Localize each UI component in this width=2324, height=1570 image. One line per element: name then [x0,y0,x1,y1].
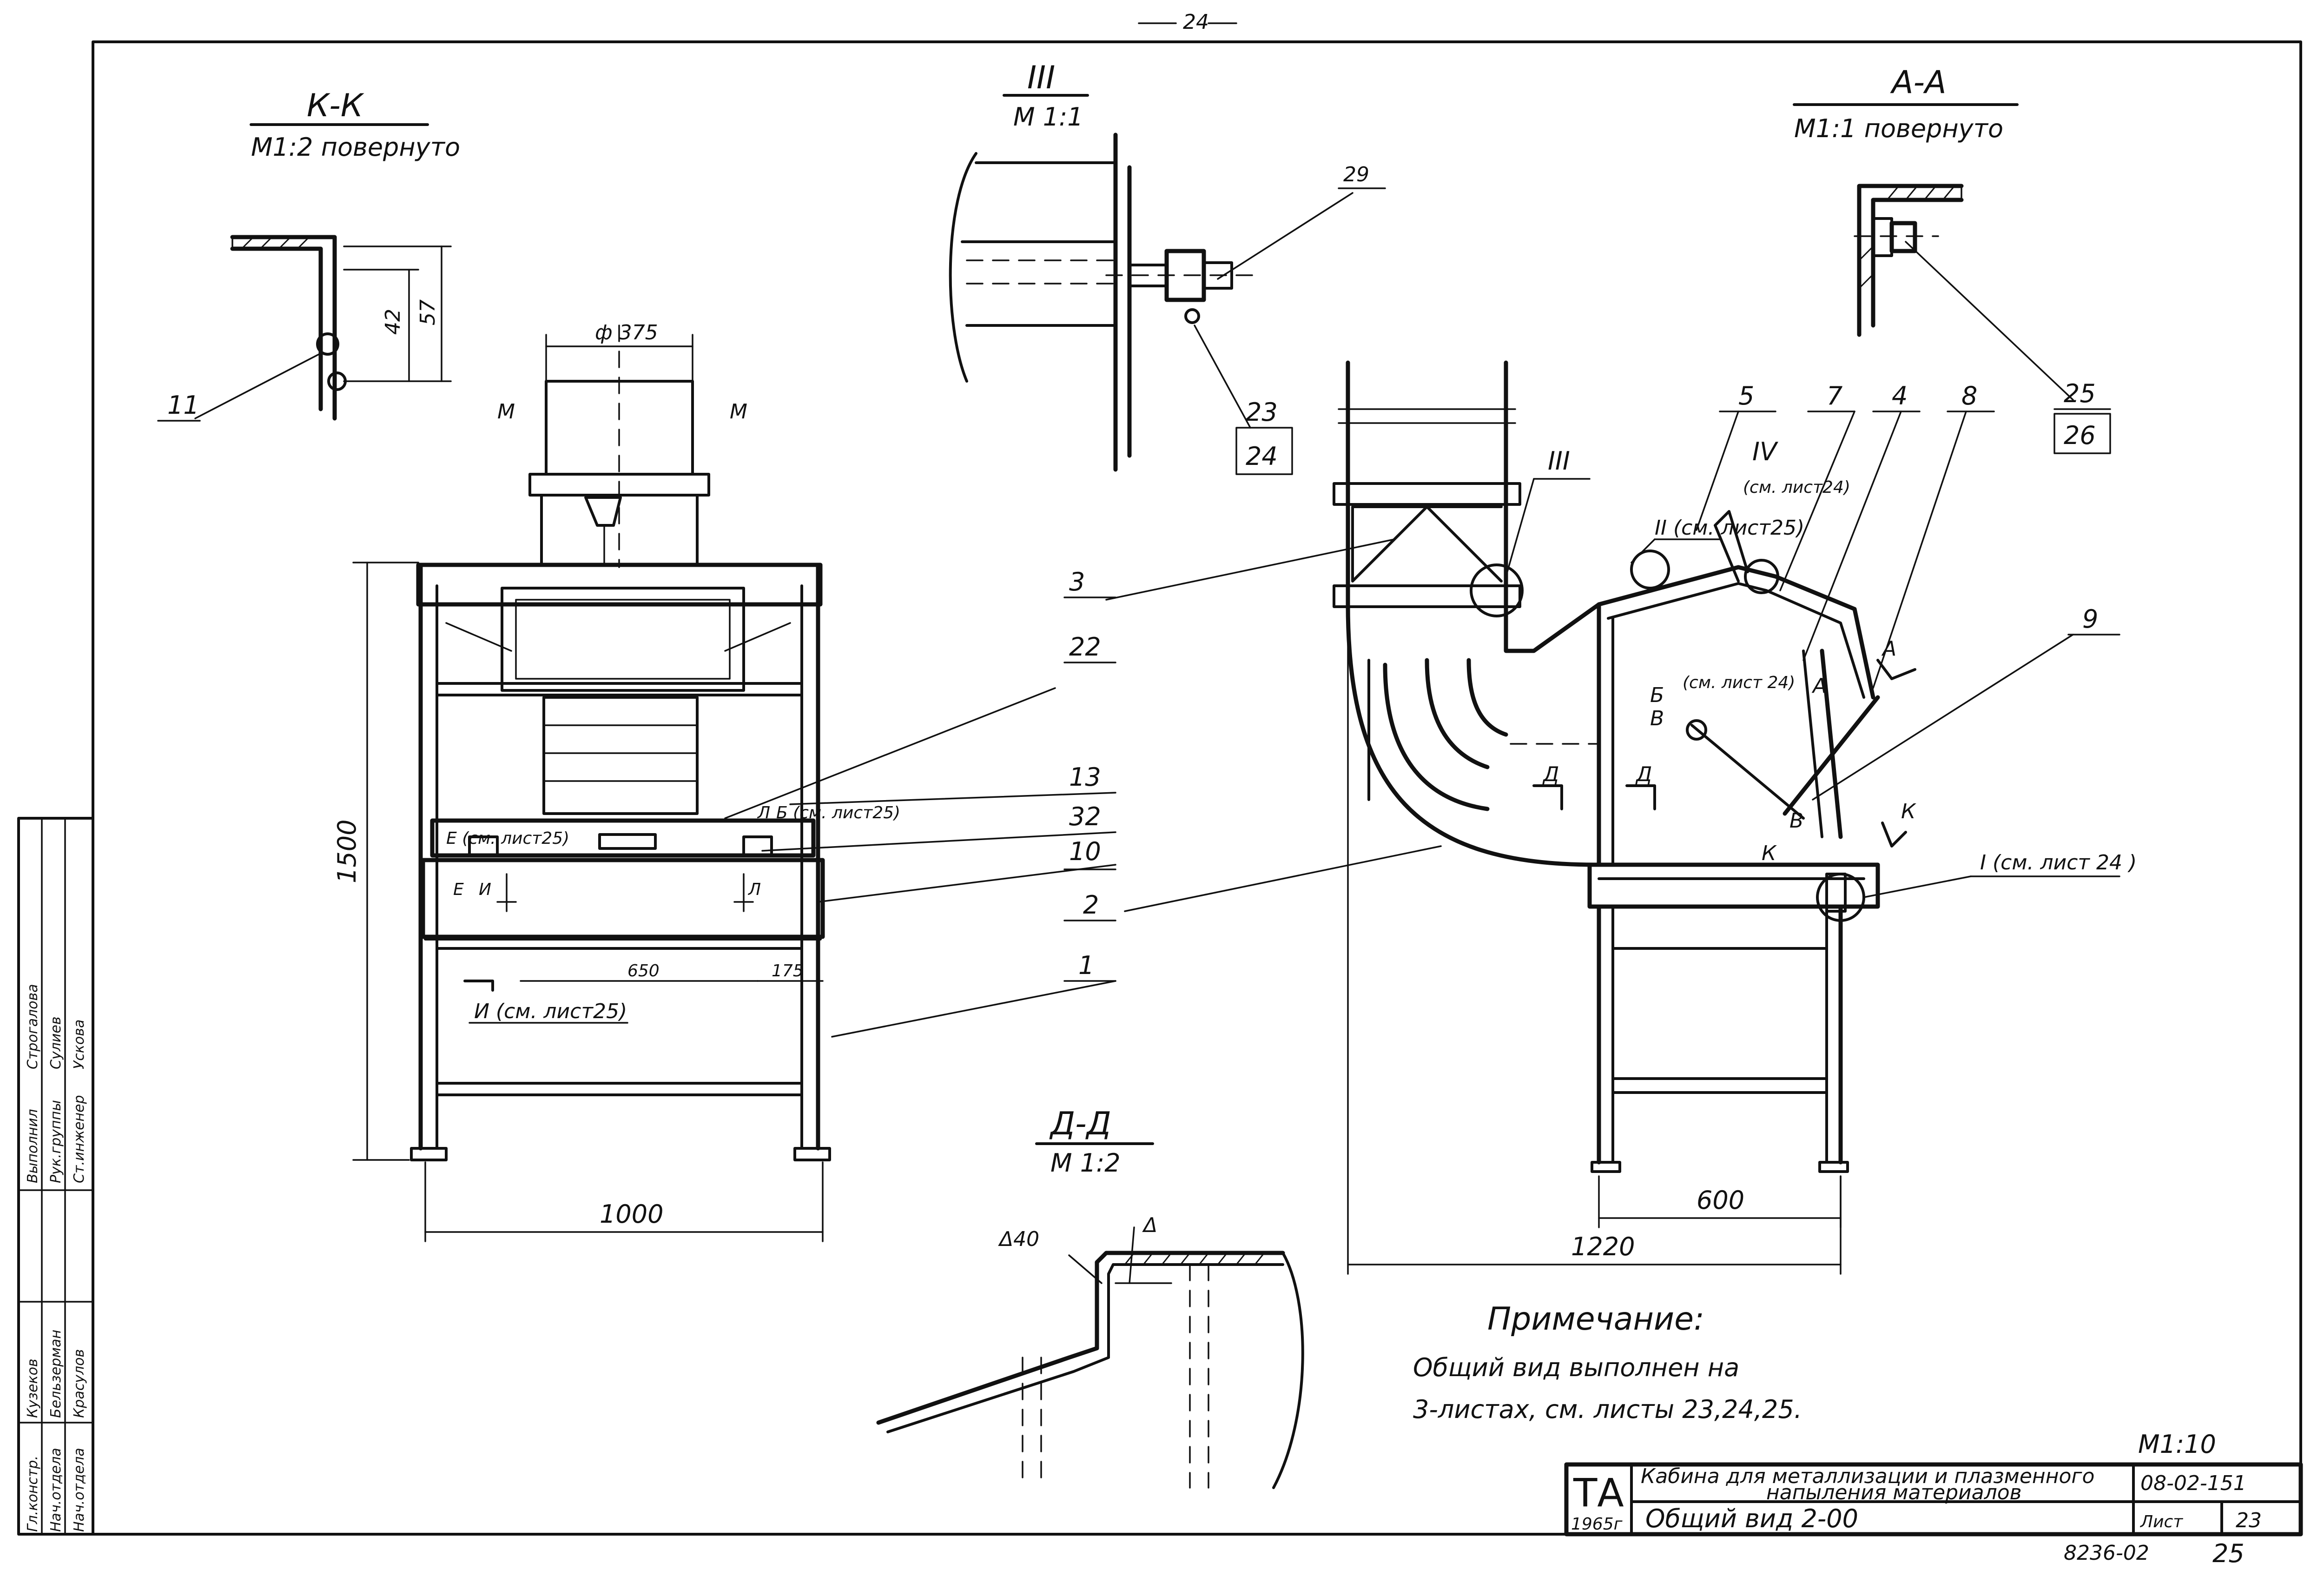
front-section-i: И (см. лист25) [474,1000,627,1023]
callout-10: 10 [1069,837,1101,866]
stamp-role2-1: Выполнил [25,1109,41,1183]
title-block: М1:10 ТА 1965г Кабина для металлизации и… [1564,1430,2303,1568]
side-label-d1: Д [1542,762,1559,786]
side-label-k: К [1762,841,1777,865]
title-sheet-label: Лист [2139,1512,2183,1531]
callout-32: 32 [1069,802,1101,831]
side-callout-5: 5 [1738,381,1754,411]
side-ref-ii: II (см. лист25) [1655,516,1804,540]
view3-callout-top: 29 [1343,163,1369,186]
kk-dim-outer: 57 [416,299,440,325]
aa-callout-b: 26 [2064,421,2096,450]
front-label-l2: Л [747,880,761,899]
side-callout-4: 4 [1892,381,1908,411]
side-label-v: В [1650,707,1664,730]
side-label-v2: В [1789,809,1803,833]
side-ref-b: Б [1650,683,1664,707]
stamp-name2-2: Сулиев [48,1016,64,1069]
page-bottom-number: 25 [2212,1539,2245,1568]
view3-title: III [1027,60,1055,96]
section-m-left: М [497,400,515,424]
note-title: Примечание: [1487,1301,1704,1338]
section-dd: Д-Д М 1:2 Δ40 Δ [876,1106,1304,1489]
title-code: 08-02-151 [2140,1471,2246,1495]
view3-scale: М 1:1 [1013,102,1083,132]
aa-callout-a: 25 [2064,379,2096,408]
front-dim-diameter: ф 375 [595,321,658,344]
title-year: 1965г [1571,1515,1623,1534]
title-logo: ТА [1573,1470,1624,1516]
callout-1: 1 [1078,951,1094,980]
stamp-role-2: Нач.отдела [48,1448,64,1532]
section-kk: К-К М1:2 повернуто 42 57 11 [157,87,460,422]
kk-callout: 11 [167,391,199,420]
front-label-b: Б (см. лист25) [776,803,900,822]
scale-main: М1:10 [2138,1430,2216,1459]
note-block: Примечание: Общий вид выполнен на 3-лист… [1413,1301,1802,1424]
front-dim-height: 1500 [332,820,362,883]
stamp-name-3: Красулов [71,1349,87,1418]
side-ref-iv: IV [1752,437,1779,466]
front-label-e: Е (см. лист25) [446,829,569,848]
note-line2: 3-листах, см. листы 23,24,25. [1413,1395,1802,1424]
kk-dim-inner: 42 [381,309,405,335]
side-label-k2: К [1901,800,1916,823]
title-line1: Кабина для металлизации и плазменного [1641,1464,2094,1488]
title-drawing-name: Общий вид 2-00 [1645,1504,1858,1533]
side-ref-i: I (см. лист 24 ) [1980,851,2137,874]
title-line2: напыления материалов [1766,1481,2022,1504]
aa-title: А-А [1890,64,1947,101]
stamp-bottom: 8236-02 [2064,1541,2149,1565]
section-m-right: М [730,400,747,424]
stamp-role2-2: Рук.группы [48,1100,64,1183]
stamp-role-1: Гл.констр. [25,1456,41,1532]
callout-2: 2 [1083,890,1099,920]
sheet-frame [92,40,2302,1536]
section-aa: А-А М1:1 повернуто 25 26 [1793,64,2111,454]
front-view: ф 375 М М [332,321,1116,1242]
side-ref-b-sheet: (см. лист 24) [1683,673,1795,692]
aa-scale: М1:1 повернуто [1794,114,2003,143]
side-callout-8: 8 [1961,381,1977,411]
kk-scale: М1:2 повернуто [251,132,460,162]
stamp-name2-3: Ускова [71,1020,87,1069]
front-dim-width: 1000 [600,1199,663,1229]
stamp-role2-3: Ст.инженер [71,1095,87,1183]
front-dim-inner: 650 [627,961,660,980]
dd-scale: М 1:2 [1050,1148,1121,1178]
front-dim-small: 175 [772,961,804,980]
kk-title: К-К [307,87,364,124]
side-ref-iv-sheet: (см. лист24) [1743,478,1850,497]
view3-callout-b: 24 [1246,442,1278,471]
side-label-d2: Д [1635,762,1652,786]
front-label-l: Л [757,803,770,822]
side-label-a: А [1881,637,1896,661]
view3-callout-a: 23 [1246,397,1278,427]
side-approval-stamp: Гл.констр. Нач.отдела Нач.отдела Кузеков… [17,817,94,1536]
side-label-a2: А [1811,674,1827,698]
side-view: Д Д 600 [1063,360,2137,1275]
stamp-role-3: Нач.отдела [71,1448,87,1532]
detail-view-3: III М 1:1 29 23 24 [949,60,1386,475]
dd-label-b: Δ [1142,1213,1157,1237]
page-top-number: 24 [1183,10,1209,34]
side-dim-600: 600 [1697,1186,1744,1215]
callout-22: 22 [1069,632,1101,662]
side-callout-3: 3 [1069,567,1085,596]
front-label-e2: Е [453,880,464,899]
callout-13: 13 [1069,762,1101,792]
side-callout-9: 9 [2082,604,2098,634]
side-ref-iii: III [1548,446,1570,476]
stamp-name-2: Бельзерман [48,1330,64,1418]
side-dim-1220: 1220 [1571,1232,1635,1261]
dd-title: Д-Д [1049,1106,1111,1142]
title-sheet-number: 23 [2236,1509,2262,1532]
stamp-name-1: Кузеков [25,1358,41,1418]
dd-label-a: Δ40 [998,1227,1039,1251]
note-line1: Общий вид выполнен на [1413,1353,1739,1382]
stamp-name2-1: Строгалова [25,984,41,1069]
side-callout-7: 7 [1827,381,1842,411]
front-label-i2: И [479,880,491,899]
